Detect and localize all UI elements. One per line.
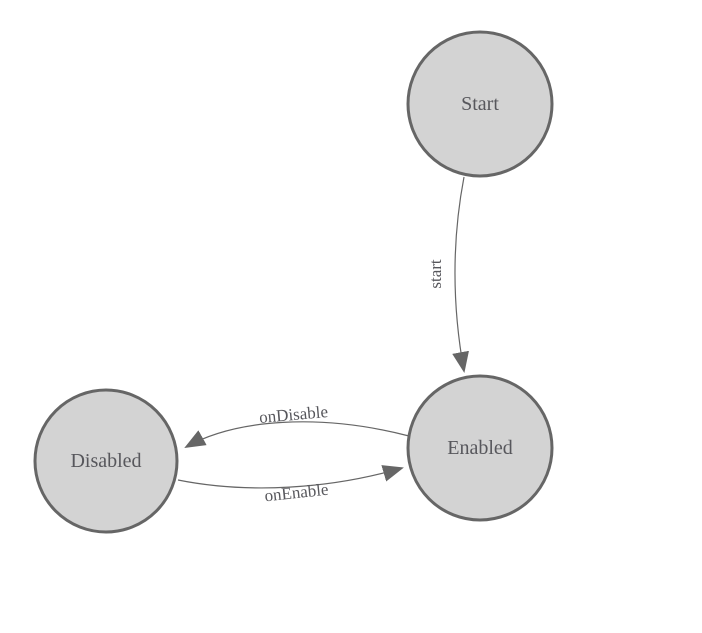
state-node-start[interactable]: Start: [406, 30, 554, 178]
edge-label-onenable: onEnable: [264, 480, 330, 506]
enabled-node-label: Enabled: [447, 437, 513, 459]
edge-enabled-to-disabled-path: [184, 421, 410, 448]
state-node-enabled[interactable]: Enabled: [406, 374, 554, 522]
start-node-label: Start: [461, 93, 499, 115]
start-node-circle[interactable]: [406, 30, 554, 178]
disabled-node-circle[interactable]: [33, 388, 179, 534]
enabled-node-circle[interactable]: [406, 374, 554, 522]
edge-enabled-to-disabled: onDisable: [184, 402, 410, 448]
edge-start-to-enabled-path: [452, 176, 469, 373]
edge-label-start: start: [426, 259, 445, 289]
disabled-node-label: Disabled: [70, 450, 141, 472]
edge-label-ondisable: onDisable: [258, 402, 328, 427]
state-node-disabled[interactable]: Disabled: [33, 388, 179, 534]
edge-disabled-to-enabled: onEnable: [177, 465, 404, 506]
edge-start-to-enabled: start: [426, 176, 469, 373]
edge-disabled-to-enabled-path: [177, 465, 404, 489]
